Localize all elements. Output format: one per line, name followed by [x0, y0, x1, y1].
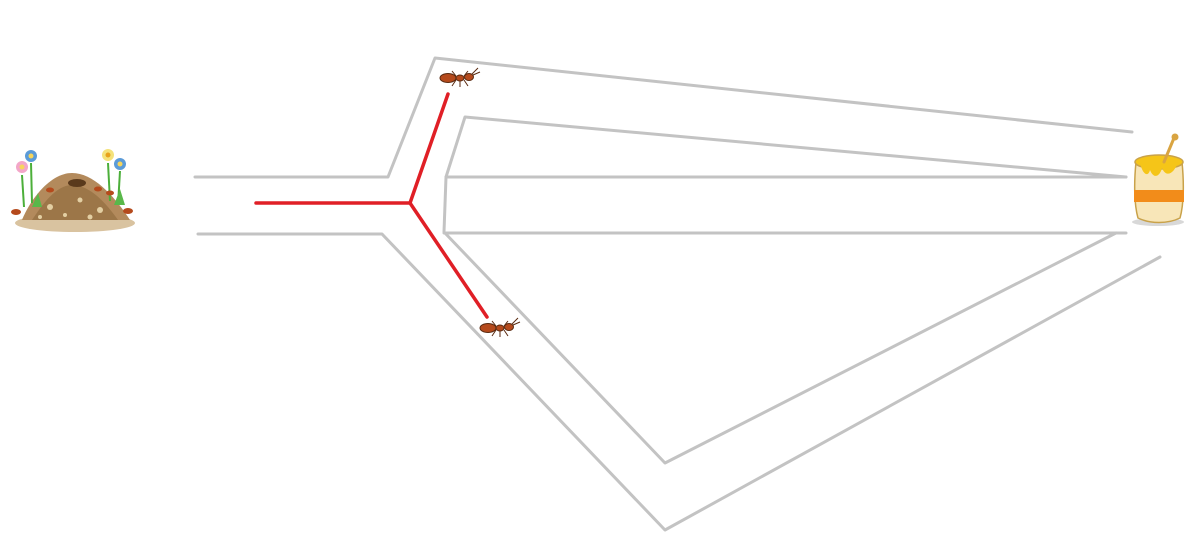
path-walls: [193, 56, 1162, 532]
trail-upper-branch: [408, 92, 450, 205]
flower-pink: [16, 161, 28, 208]
ant-icon: [479, 317, 521, 337]
anthill-icon: [11, 149, 135, 232]
flower-blue-left: [25, 150, 37, 204]
trail: [254, 92, 489, 319]
wall-trunk-bottom: [196, 232, 1162, 532]
ant-icon: [439, 67, 481, 87]
honey-pot-icon: [1132, 133, 1185, 226]
wall-trunk-top: [193, 56, 1134, 179]
flower-blue-right: [114, 158, 126, 206]
wall-inner-upper: [442, 115, 1128, 465]
trail-lower-branch: [408, 201, 489, 319]
